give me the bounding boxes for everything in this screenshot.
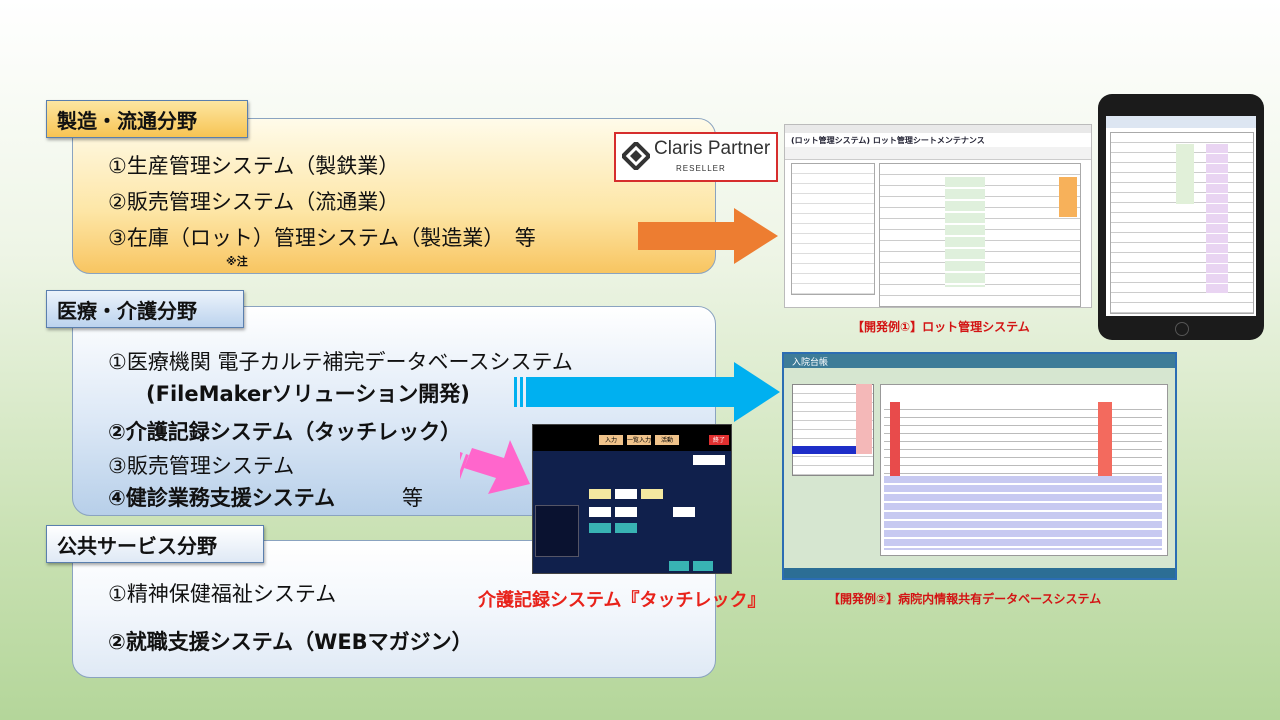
caption-touchrec: 介護記録システム『タッチレック』 [478,590,766,611]
touchrec-btn-1: 入力 [599,435,623,445]
public-item-1: ①精神保健福祉システム [108,582,337,606]
claris-logo-icon [622,142,650,170]
claris-partner-logo: Claris Partner RESELLER [614,132,778,182]
tablet-device [1098,94,1264,340]
manufacturing-item-1: ①生産管理システム（製鉄業） [108,154,400,178]
pink-arrow-icon [460,440,530,494]
touchrec-btn-3: 活動 [655,435,679,445]
medical-item-1-sub: (FileMakerソリューション開発) [146,382,470,406]
lot-title: (ロット管理システム) ロット管理シートメンテナンス [791,136,985,145]
lot-system-screenshot: (ロット管理システム) ロット管理シートメンテナンス [784,124,1092,308]
caption-lot: 【開発例①】ロット管理システム [852,320,1030,334]
hospital-db-screenshot: 入院台帳 [782,352,1177,580]
hospital-title: 入院台帳 [792,358,829,368]
note-mark: ※注 [226,255,248,268]
tablet-screen [1106,116,1256,316]
public-item-2: ②就職支援システム（WEBマガジン） [108,630,473,654]
blue-arrow-icon [514,362,780,422]
manufacturing-item-2: ②販売管理システム（流通業） [108,190,400,214]
medical-label: 医療・介護分野 [46,290,244,328]
claris-sub: RESELLER [676,164,726,173]
touchrec-btn-4: 終了 [709,435,729,445]
manufacturing-label: 製造・流通分野 [46,100,248,138]
caption-hospital: 【開発例②】病院内情報共有データベースシステム [828,592,1102,606]
medical-item-etc: 等 [402,486,423,510]
claris-name: Claris Partner [654,138,771,159]
public-label: 公共サービス分野 [46,525,264,563]
medical-item-4: ④健診業務支援システム [108,486,336,510]
medical-item-2: ②介護記録システム（タッチレック） [108,420,462,444]
touchrec-btn-2: 一覧入力 [627,435,652,445]
touchrec-screenshot: 入力 一覧入力 活動 終了 [532,424,732,574]
medical-item-3: ③販売管理システム [108,454,295,478]
orange-arrow-icon [638,208,778,264]
medical-item-1: ①医療機関 電子カルテ補完データベースシステム [108,350,573,374]
manufacturing-panel [72,118,716,274]
manufacturing-item-3: ③在庫（ロット）管理システム（製造業） 等 [108,226,536,250]
